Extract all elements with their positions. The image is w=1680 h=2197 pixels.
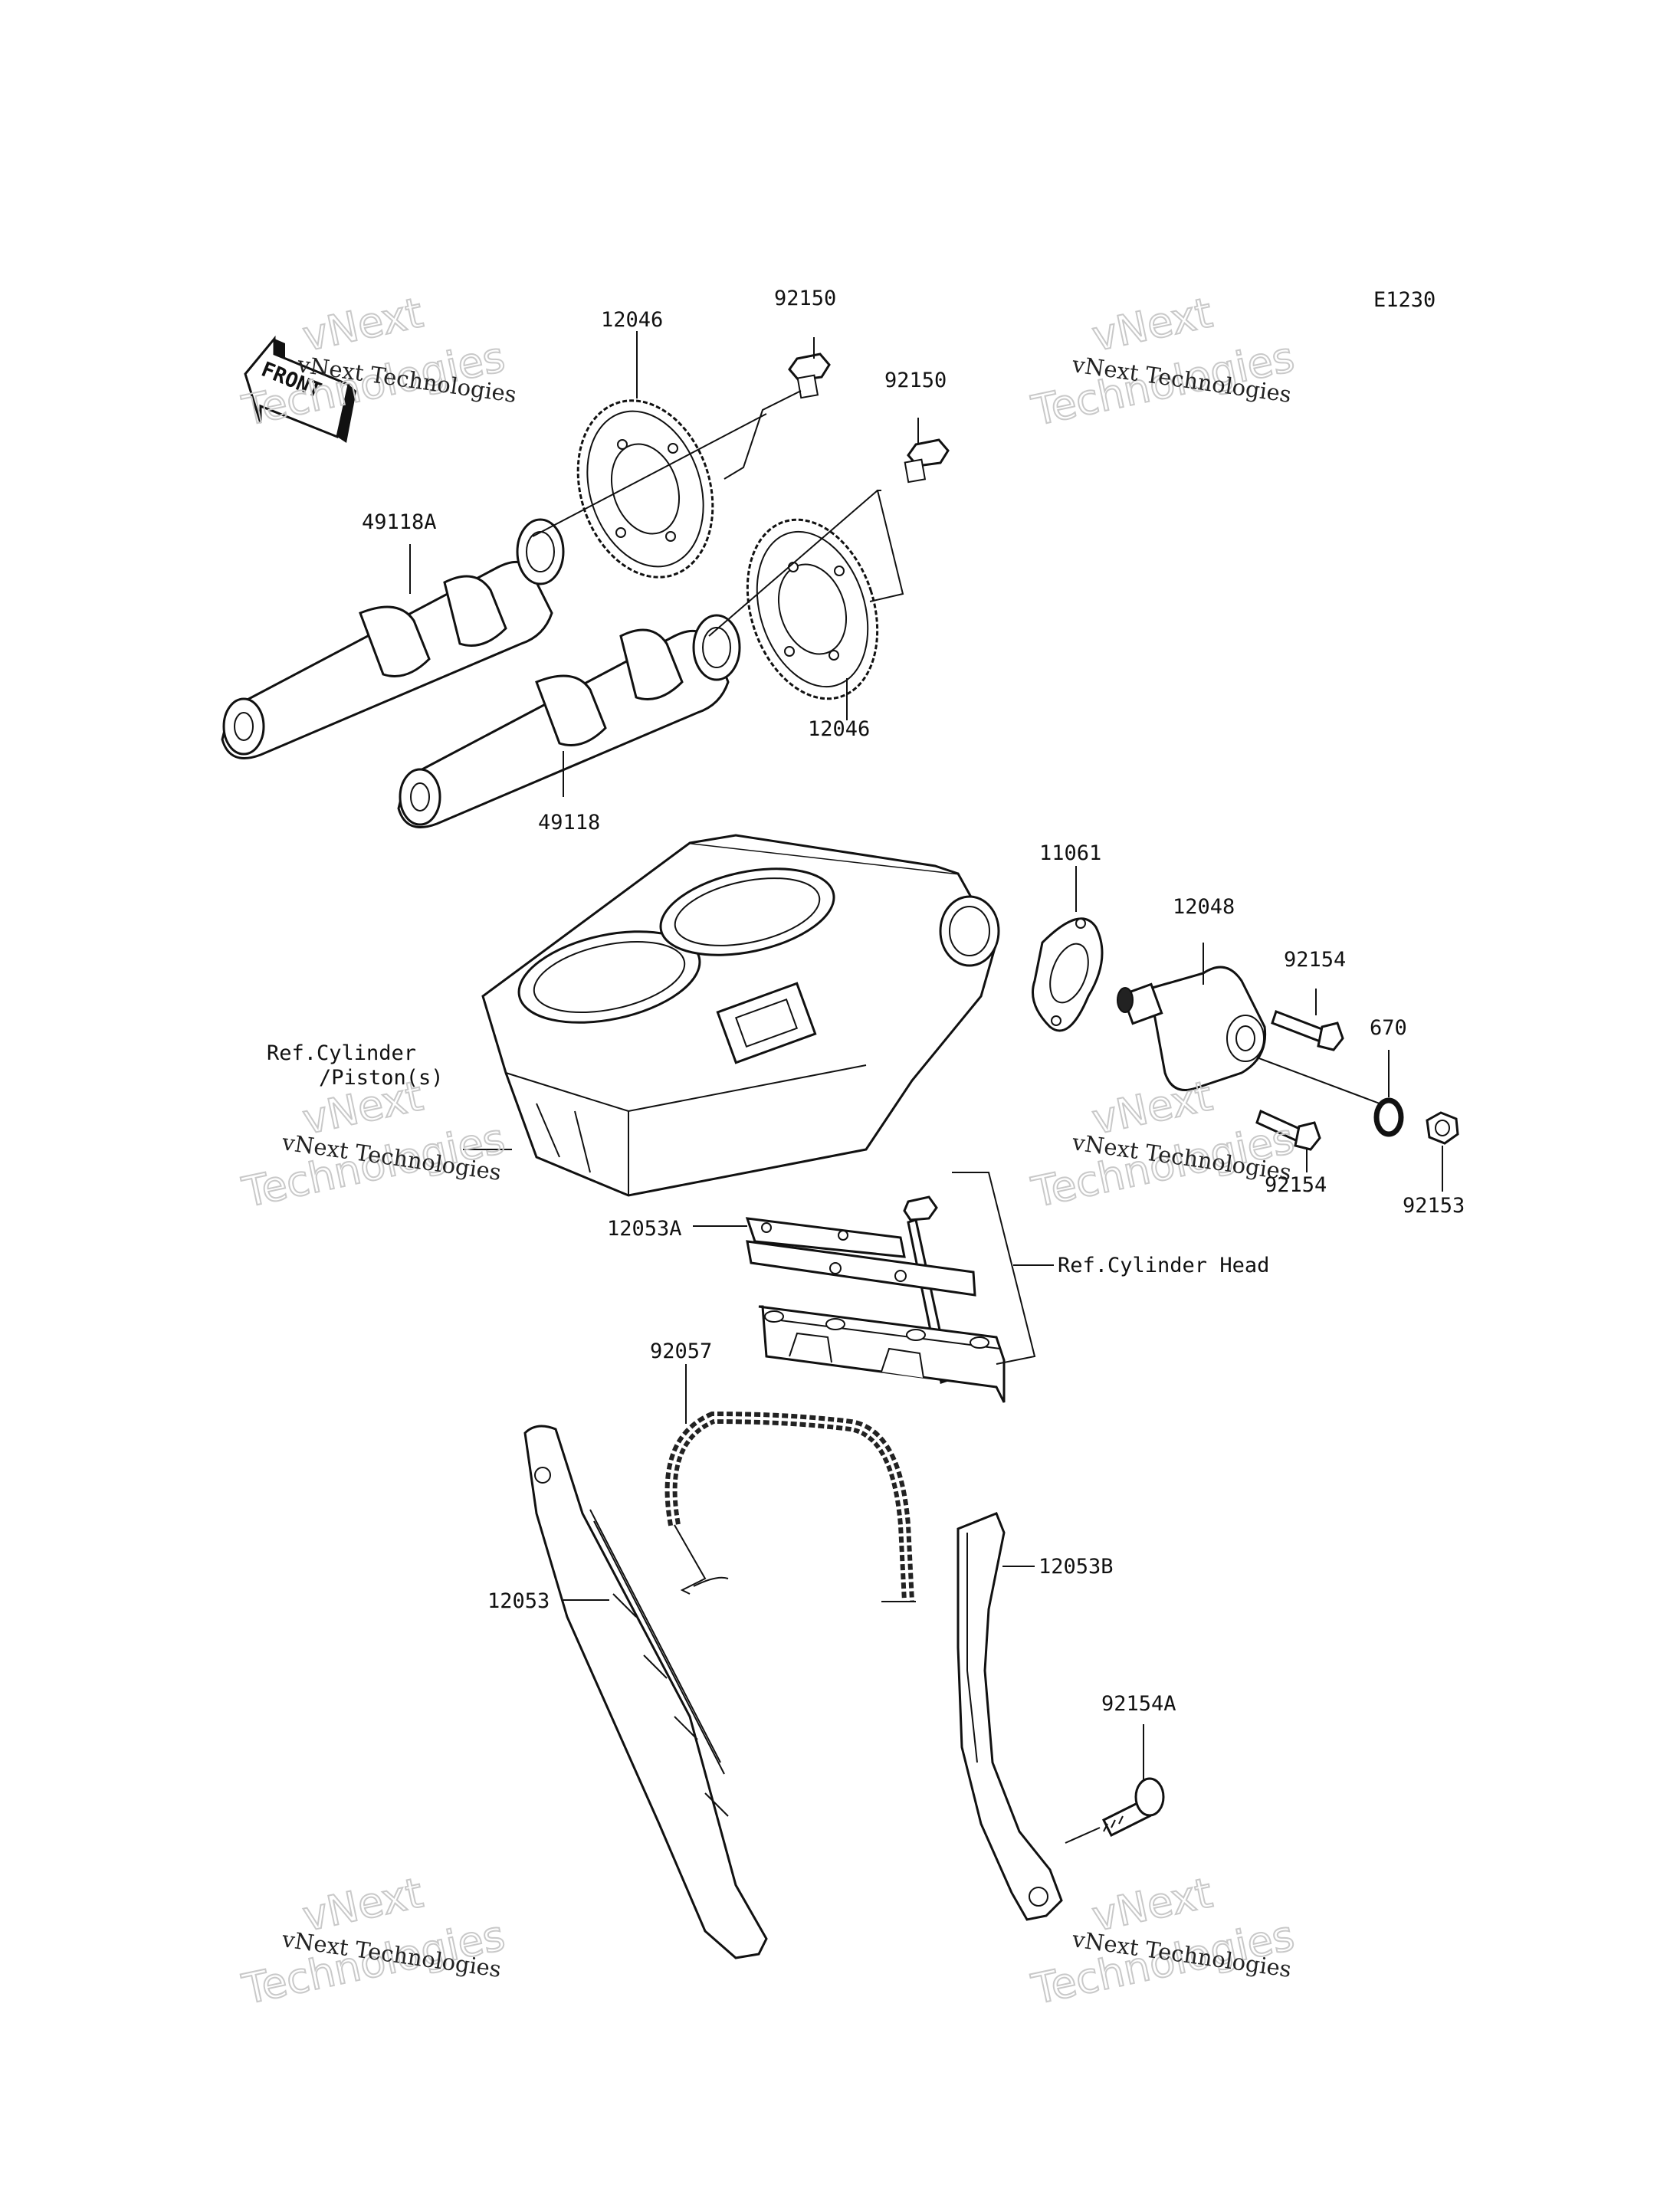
cam-sprocket-upper [576, 399, 714, 579]
label-12048: 12048 [1173, 895, 1235, 919]
svg-text:vNext: vNext [299, 288, 427, 360]
leader-670-to-tensioner [1256, 1057, 1380, 1104]
label-11061: 11061 [1039, 841, 1101, 865]
label-92154-upper: 92154 [1284, 948, 1346, 972]
label-12053: 12053 [487, 1589, 550, 1613]
leader-ref-head-bracket [952, 1172, 1036, 1365]
sprocket-bolt-lower-icon [904, 438, 950, 484]
chain-guide-front [523, 1425, 768, 1959]
camshaft-exhaust [221, 518, 565, 759]
cam-chain-tensioner [1117, 966, 1267, 1091]
leader-92150-b-bracket [869, 490, 904, 602]
label-ref-cylinder-1: Ref.Cylinder [267, 1041, 416, 1065]
label-49118: 49118 [538, 811, 600, 835]
diagram-code: E1230 [1373, 288, 1436, 312]
o-ring [1373, 1097, 1404, 1137]
watermark-top-right: vNext Technologies vNext Technologies [1027, 287, 1299, 436]
leader-92154a-to-guide [1065, 1827, 1101, 1844]
label-49118a: 49118A [362, 510, 437, 534]
camshaft-intake [397, 614, 741, 828]
leader-92150-a-bracket [724, 390, 802, 480]
plug-nut-icon [1426, 1111, 1459, 1145]
sprocket-bolt-upper-icon [788, 353, 831, 399]
cylinder-head [481, 834, 1000, 1197]
svg-text:vNext: vNext [1088, 288, 1216, 360]
label-ref-cylinder-head: Ref.Cylinder Head [1058, 1254, 1269, 1277]
guide-bolt-icon [1101, 1777, 1165, 1838]
label-ref-cylinder-2: /Piston(s) [319, 1066, 444, 1090]
gasket [1032, 917, 1104, 1032]
tensioner-bolt-lower-icon [1255, 1109, 1321, 1151]
label-92150-lower: 92150 [884, 369, 947, 392]
cam-sprocket-lower [746, 518, 879, 700]
leader-92150-a-shaft [532, 413, 767, 537]
label-92154-lower: 92154 [1265, 1173, 1327, 1197]
chain-guide-rear [956, 1512, 1063, 1921]
label-12046-upper: 12046 [601, 308, 663, 332]
label-12053a: 12053A [607, 1217, 682, 1241]
label-12053b: 12053B [1039, 1555, 1114, 1579]
leader-92150-b-shaft [708, 490, 878, 637]
label-92154a: 92154A [1101, 1692, 1176, 1716]
watermark-mid-right: vNext Technologies vNext Technologies [1027, 1071, 1299, 1218]
chain-guide-upper [745, 1217, 976, 1297]
cam-chain [664, 1411, 916, 1602]
watermark-bottom-right: vNext Technologies vNext Technologies [1027, 1867, 1299, 2015]
label-92153: 92153 [1403, 1194, 1465, 1218]
watermark-bottom-left: vNext Technologies vNext Technologies [238, 1867, 510, 2015]
label-92057: 92057 [650, 1340, 712, 1363]
label-670: 670 [1370, 1016, 1407, 1040]
label-12046-lower: 12046 [808, 717, 870, 741]
label-92150-upper: 92150 [774, 287, 836, 310]
watermark-mid-left: vNext Technologies vNext Technologies [238, 1071, 510, 1218]
guide-holder [758, 1305, 1006, 1403]
tensioner-bolt-upper-icon [1271, 1010, 1344, 1051]
